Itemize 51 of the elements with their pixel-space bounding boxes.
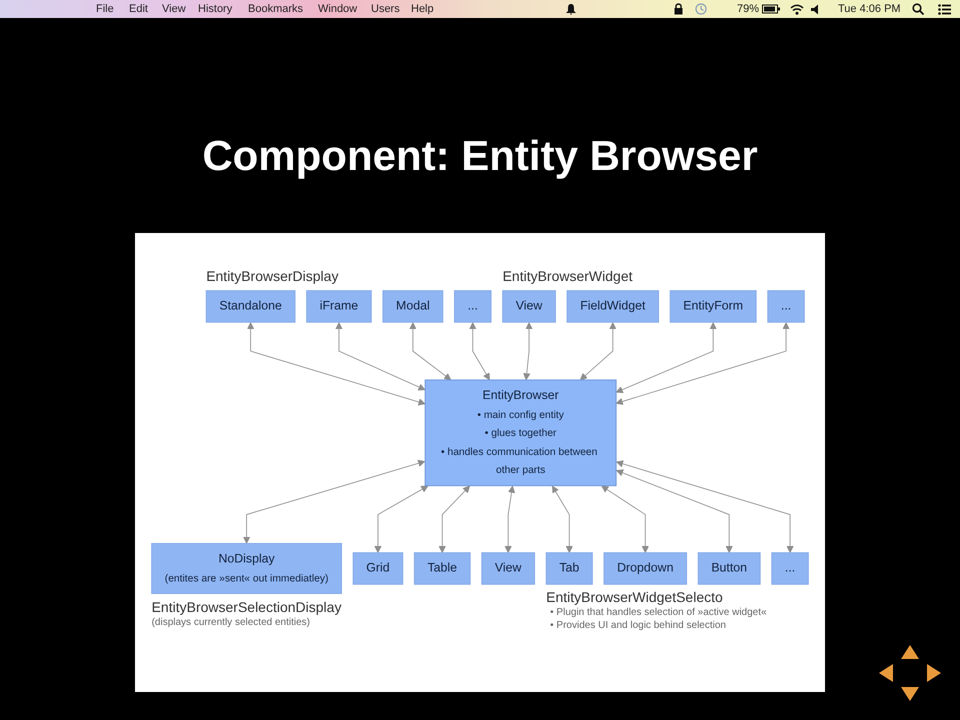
- menu-item: Edit: [129, 2, 148, 16]
- group-heading: EntityBrowserDisplay: [206, 268, 340, 286]
- arrow: [616, 322, 790, 405]
- node-box: [454, 290, 492, 323]
- arrow: [247, 322, 426, 406]
- node-box: [698, 552, 761, 585]
- node-box: [670, 290, 757, 323]
- arrow: [580, 322, 616, 380]
- group-heading: EntityBrowserSelectionDisplay: [152, 598, 342, 616]
- bullet-note: • Provides UI and logic behind selection: [550, 619, 726, 632]
- node-box: [771, 552, 809, 585]
- node-box: [206, 290, 296, 323]
- arrow: [523, 322, 533, 380]
- clock-time: Tue 4:06 PM: [838, 2, 901, 16]
- menu-item: File: [96, 2, 114, 16]
- node-box: [151, 542, 342, 594]
- slide-title: Component: Entity Browser: [201, 131, 759, 181]
- menu-item: Bookmarks: [248, 2, 304, 16]
- node-box: [604, 552, 688, 585]
- node-box: [481, 552, 536, 585]
- menu-item: Help: [411, 2, 434, 16]
- node-box: [502, 290, 556, 323]
- arrow: [469, 322, 490, 380]
- node-box: [306, 290, 372, 323]
- arrow: [242, 460, 426, 544]
- arrow: [601, 485, 649, 553]
- node-box: [767, 290, 805, 323]
- node-box: [424, 379, 617, 486]
- menu-item: History: [198, 2, 232, 16]
- arrow: [335, 322, 426, 390]
- arrow: [616, 469, 733, 553]
- battery-percent: 79%: [737, 2, 760, 16]
- node-box: [382, 290, 444, 323]
- arrow: [616, 460, 794, 553]
- node-box: [546, 552, 593, 585]
- node-box: [566, 290, 660, 323]
- menu-item: Users: [371, 2, 400, 16]
- arrow: [374, 485, 428, 553]
- node-box: [414, 552, 471, 585]
- menu-item: View: [162, 2, 186, 16]
- arrow: [552, 486, 573, 553]
- menu-item: Window: [318, 2, 358, 16]
- node-box: [352, 552, 404, 585]
- group-subtitle: (displays currently selected entities): [152, 616, 311, 628]
- arrow: [504, 486, 516, 553]
- group-heading: EntityBrowserWidgetSelecto: [546, 589, 724, 606]
- group-heading: EntityBrowserWidget: [502, 268, 634, 286]
- arrow: [438, 486, 470, 553]
- arrow: [616, 322, 717, 393]
- bullet-note: • Plugin that handles selection of »active widget«: [550, 606, 767, 620]
- arrow: [409, 322, 452, 380]
